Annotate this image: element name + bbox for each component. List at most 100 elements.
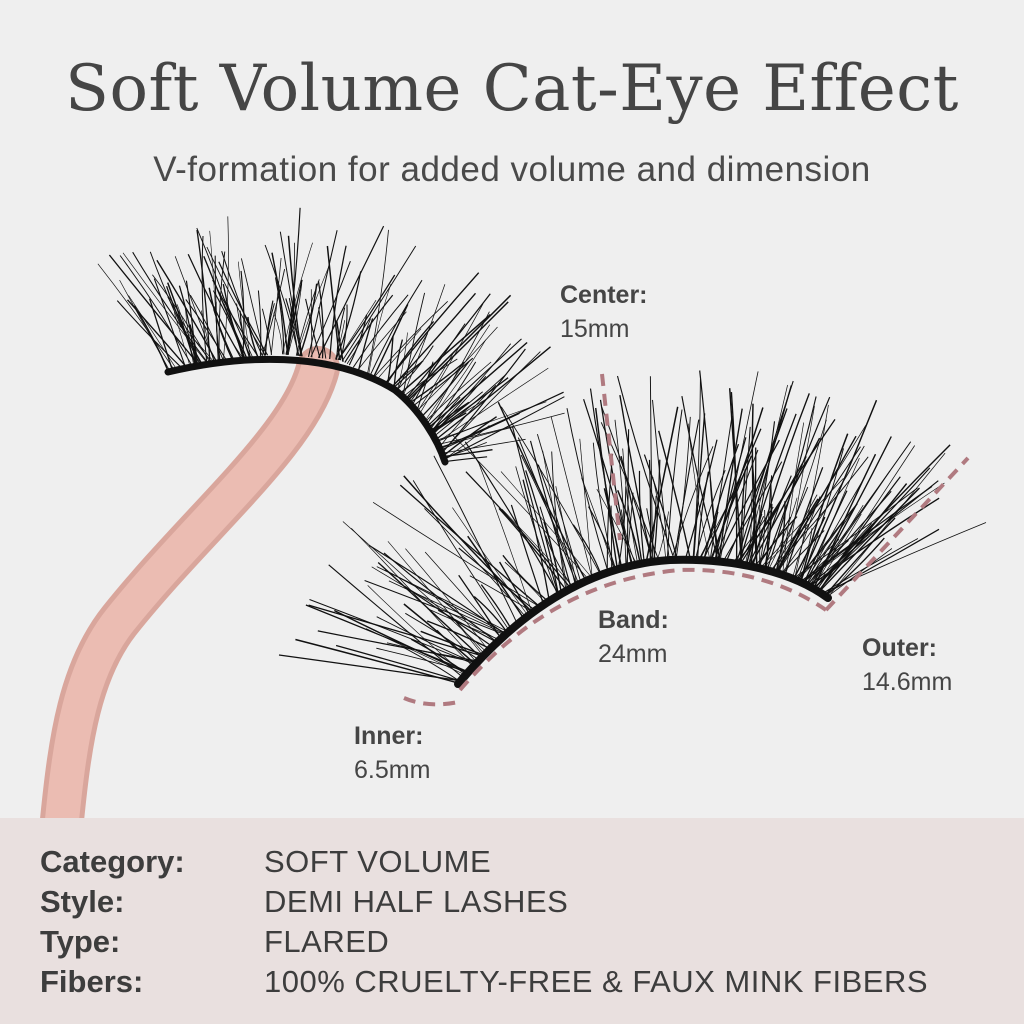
lash-fiber (645, 406, 679, 565)
lash-fiber (404, 294, 512, 402)
lash-fiber (257, 290, 262, 357)
lash-fiber (424, 551, 502, 639)
lash-fiber (369, 279, 423, 377)
lash-fiber (719, 371, 759, 562)
lash-fiber (525, 470, 560, 596)
lash-fiber (426, 311, 490, 425)
lash-large-image (278, 370, 987, 688)
lash-fiber (442, 448, 493, 458)
lash-fiber (391, 360, 423, 390)
lash-fiber (440, 438, 526, 454)
lash-fiber (658, 430, 692, 561)
lash-fiber (797, 503, 858, 581)
lash-fiber (372, 300, 448, 379)
lash-fiber (763, 396, 831, 569)
lash-fiber (337, 300, 377, 360)
lash-fiber (402, 292, 426, 398)
lash-fiber (814, 513, 862, 591)
lash-fiber (799, 399, 878, 582)
lash-fiber (698, 511, 719, 562)
lash-fiber (264, 300, 274, 356)
lash-fiber (273, 312, 283, 355)
lash-fiber (770, 456, 869, 571)
lash-fiber (588, 506, 617, 570)
inner-label: Inner: (354, 722, 424, 750)
lash-fiber (692, 413, 706, 561)
spec-value: DEMI HALF LASHES (264, 884, 569, 919)
lash-fiber (187, 254, 242, 359)
lash-fiber (555, 486, 578, 587)
lash-fiber (432, 373, 507, 438)
lash-fiber (119, 255, 193, 367)
lash-fiber (812, 453, 877, 590)
lash-fiber (827, 452, 946, 598)
lash-fiber (776, 494, 818, 572)
lash-fiber (344, 294, 394, 363)
lash-fiber (652, 477, 667, 561)
center-value: 15mm (560, 315, 630, 343)
lash-fiber (236, 303, 253, 357)
lash-fiber (203, 256, 248, 358)
lash-fiber (702, 428, 762, 562)
lash-fiber (803, 490, 848, 584)
lash-fiber (174, 256, 215, 362)
lash-fiber (153, 278, 187, 369)
lash-fiber (511, 426, 560, 596)
band-measurement: Band: 24mm (598, 603, 669, 671)
inner-measurement: Inner: 6.5mm (354, 719, 430, 787)
lash-fiber (502, 554, 549, 602)
measurement-guides (403, 373, 970, 707)
lash-fiber (403, 475, 534, 614)
lash-fiber (436, 629, 475, 668)
lash-fiber (426, 620, 492, 650)
lash-fiber (108, 254, 200, 366)
lash-fiber (337, 274, 396, 361)
lash-fiber (305, 298, 321, 359)
lash-fiber (579, 438, 593, 579)
center-label: Center: (560, 281, 648, 309)
lash-fiber (800, 525, 877, 582)
lash-fiber (671, 446, 714, 561)
lash-fiber (699, 370, 718, 562)
lash-fiber (427, 338, 522, 427)
spec-key: Fibers: (40, 964, 144, 999)
lash-fiber (817, 445, 916, 593)
lash-fiber (426, 339, 487, 424)
lash-fiber (416, 326, 498, 412)
lash-fiber (285, 279, 303, 355)
lash-fiber (317, 281, 324, 359)
lash-fiber (335, 320, 344, 362)
lash-fiber (402, 646, 461, 683)
lash-fiber (522, 479, 550, 601)
lash-fiber (308, 604, 485, 658)
lash-fiber (433, 455, 519, 626)
lash-fiber (649, 376, 654, 563)
lash-fiber (212, 279, 259, 357)
lash-fiber (179, 325, 214, 362)
lash-fiber (473, 596, 509, 635)
lash-fiber (722, 461, 783, 562)
tweezer-image (40, 346, 340, 842)
lash-fiber (736, 501, 782, 563)
band-guide (458, 567, 828, 692)
lash-fiber (240, 270, 245, 358)
outer-measurement: Outer: 14.6mm (862, 631, 952, 699)
lash-fiber (551, 451, 567, 592)
lash-fiber (368, 544, 507, 636)
lash-fiber (596, 488, 638, 566)
lash-fiber (419, 303, 484, 415)
lash-fiber (372, 304, 409, 379)
page-subtitle: V-formation for added volume and dimensi… (153, 150, 871, 189)
lash-fiber (405, 548, 490, 652)
lash-fiber (132, 251, 209, 364)
lash-fiber (764, 484, 772, 569)
lash-fiber (802, 482, 945, 583)
lash-fiber (333, 609, 469, 675)
lash-fiber (404, 293, 491, 401)
lash-fiber (329, 245, 347, 360)
lash-fiber (806, 457, 860, 586)
outer-value: 14.6mm (862, 668, 953, 696)
lash-fiber (295, 279, 320, 356)
lash-fiber (148, 298, 174, 372)
lash-fiber (751, 461, 758, 567)
